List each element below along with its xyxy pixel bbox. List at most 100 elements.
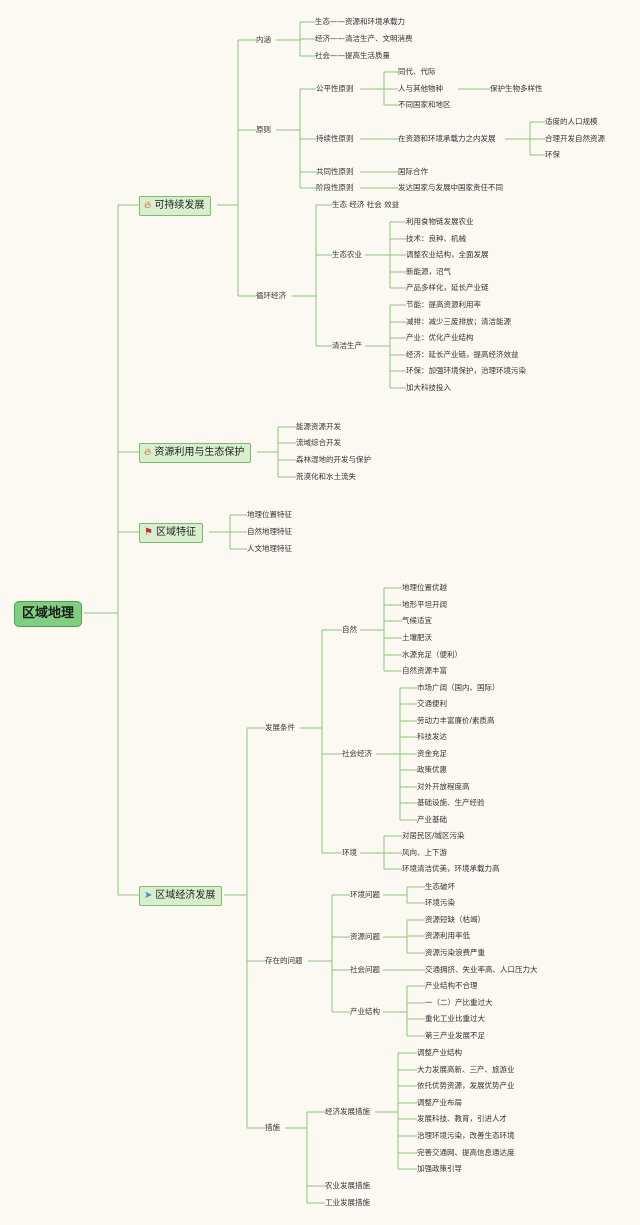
node-features-item[interactable]: 人文地理特征 bbox=[247, 544, 292, 553]
node-prob-res-item[interactable]: 资源短缺（枯竭） bbox=[425, 915, 485, 924]
node-prob-res-item[interactable]: 资源污染浪费严重 bbox=[425, 948, 485, 957]
node-features-item[interactable]: 自然地理特征 bbox=[247, 527, 292, 536]
node-measures-econ[interactable]: 经济发展措施 bbox=[325, 1107, 370, 1116]
node-prob-env[interactable]: 环境问题 bbox=[350, 890, 380, 899]
node-prob-res[interactable]: 资源问题 bbox=[350, 932, 380, 941]
node-shengtai-item[interactable]: 产品多样化，延长产业链 bbox=[406, 283, 489, 292]
branch-features[interactable]: ⚑区域特征 bbox=[139, 523, 203, 543]
node-natural-item[interactable]: 气候适宜 bbox=[402, 616, 432, 625]
node-prob-ind[interactable]: 产业结构 bbox=[350, 1007, 380, 1016]
node-conditions[interactable]: 发展条件 bbox=[265, 723, 295, 732]
node-neihan-item[interactable]: 经济——清洁生产、文明消费 bbox=[315, 34, 413, 43]
node-qingjie-item[interactable]: 环保：加强环境保护，治理环境污染 bbox=[406, 366, 526, 375]
node-env-cond-item[interactable]: 环境清洁优美，环境承载力高 bbox=[402, 864, 500, 873]
node-resources-item[interactable]: 流域综合开发 bbox=[296, 438, 341, 447]
fire-icon: 🔥︎ bbox=[144, 447, 152, 458]
node-env-cond-item[interactable]: 风向、上下游 bbox=[402, 848, 447, 857]
node-jieduan-child[interactable]: 发达国家与发展中国家责任不同 bbox=[398, 183, 503, 192]
node-biodiversity[interactable]: 保护生物多样性 bbox=[490, 84, 543, 93]
node-qingjie[interactable]: 清洁生产 bbox=[332, 341, 362, 350]
node-yuanze[interactable]: 原则 bbox=[256, 125, 271, 134]
node-social-item[interactable]: 交通便利 bbox=[417, 699, 447, 708]
node-qingjie-item[interactable]: 减排：减少三废排放；清洁能源 bbox=[406, 317, 511, 326]
node-xunhuan-first[interactable]: 生态 经济 社会 效益 bbox=[332, 200, 400, 209]
branch-economy-label: 区域经济发展 bbox=[155, 890, 216, 901]
node-social-item[interactable]: 劳动力丰富廉价/素质高 bbox=[417, 716, 495, 725]
node-neihan[interactable]: 内涵 bbox=[256, 35, 271, 44]
node-jieduan[interactable]: 阶段性原则 bbox=[316, 183, 354, 192]
node-social-item[interactable]: 基础设施、生产经验 bbox=[417, 798, 485, 807]
node-qingjie-item[interactable]: 经济：延长产业链，提高经济效益 bbox=[406, 350, 519, 359]
node-measures-econ-item[interactable]: 依托优势资源，发展优势产业 bbox=[417, 1081, 515, 1090]
node-social-item[interactable]: 产业基础 bbox=[417, 815, 447, 824]
node-measures-econ-item[interactable]: 发展科技、教育，引进人才 bbox=[417, 1114, 507, 1123]
node-xunhuan[interactable]: 循环经济 bbox=[256, 291, 286, 300]
node-resources-item[interactable]: 森林湿地的开发与保护 bbox=[296, 455, 371, 464]
node-gongping-item[interactable]: 不同国家和地区 bbox=[398, 100, 451, 109]
node-measures-econ-item[interactable]: 治理环境污染，改善生态环境 bbox=[417, 1131, 515, 1140]
node-measures-econ-item[interactable]: 调整产业布局 bbox=[417, 1098, 462, 1107]
node-qingjie-item[interactable]: 加大科技投入 bbox=[406, 383, 451, 392]
node-shengtai-item[interactable]: 技术：良种、机械 bbox=[406, 234, 466, 243]
branch-sustainable-label: 可持续发展 bbox=[154, 200, 205, 211]
node-chixu-child[interactable]: 在资源和环境承载力之内发展 bbox=[398, 134, 496, 143]
node-env-cond-item[interactable]: 对居民区/城区污染 bbox=[402, 831, 465, 840]
node-natural[interactable]: 自然 bbox=[342, 625, 357, 634]
node-problems[interactable]: 存在的问题 bbox=[265, 956, 303, 965]
node-natural-item[interactable]: 自然资源丰富 bbox=[402, 666, 447, 675]
node-natural-item[interactable]: 土壤肥沃 bbox=[402, 633, 432, 642]
branch-economy[interactable]: ➤区域经济发展 bbox=[139, 886, 223, 906]
node-measures-econ-item[interactable]: 完善交通网、提高信息通达度 bbox=[417, 1148, 515, 1157]
node-prob-ind-item[interactable]: 产业结构不合理 bbox=[425, 981, 478, 990]
node-chixu-item[interactable]: 环保 bbox=[545, 150, 560, 159]
node-neihan-item[interactable]: 社会——提高生活质量 bbox=[315, 51, 390, 60]
node-natural-item[interactable]: 地形平坦开阔 bbox=[402, 600, 447, 609]
node-shengtai-item[interactable]: 调整农业结构，全面发展 bbox=[406, 250, 489, 259]
node-measures-econ-item[interactable]: 大力发展高新、三产、旅游业 bbox=[417, 1065, 515, 1074]
node-gongping-item[interactable]: 人与其他物种 bbox=[398, 84, 443, 93]
node-social-item[interactable]: 政策优惠 bbox=[417, 765, 447, 774]
node-prob-soc-child[interactable]: 交通拥挤、失业率高、人口压力大 bbox=[425, 965, 538, 974]
node-prob-env-item[interactable]: 环境污染 bbox=[425, 898, 455, 907]
node-natural-item[interactable]: 地理位置优越 bbox=[402, 583, 447, 592]
node-shengtai[interactable]: 生态农业 bbox=[332, 250, 362, 259]
node-social-cond[interactable]: 社会经济 bbox=[342, 749, 372, 758]
node-resources-item[interactable]: 能源资源开发 bbox=[296, 422, 341, 431]
node-chixu[interactable]: 持续性原则 bbox=[316, 134, 354, 143]
node-shengtai-item[interactable]: 新能源，沼气 bbox=[406, 267, 451, 276]
branch-sustainable[interactable]: 🔥︎可持续发展 bbox=[139, 196, 212, 216]
node-resources-item[interactable]: 荒漠化和水土流失 bbox=[296, 472, 356, 481]
node-gongtong[interactable]: 共同性原则 bbox=[316, 167, 354, 176]
node-measures-econ-item[interactable]: 调整产业结构 bbox=[417, 1048, 462, 1057]
node-prob-ind-item[interactable]: 一（二）产比重过大 bbox=[425, 998, 493, 1007]
node-qingjie-item[interactable]: 产业：优化产业结构 bbox=[406, 333, 474, 342]
node-social-item[interactable]: 资金充足 bbox=[417, 749, 447, 758]
node-chixu-item[interactable]: 适度的人口规模 bbox=[545, 117, 598, 126]
node-natural-item[interactable]: 水源充足（便利） bbox=[402, 650, 462, 659]
node-shengtai-item[interactable]: 利用食物链发展农业 bbox=[406, 217, 474, 226]
branch-resources[interactable]: 🔥︎资源利用与生态保护 bbox=[139, 443, 252, 463]
node-gongtong-child[interactable]: 国际合作 bbox=[398, 167, 428, 176]
node-social-item[interactable]: 科技发达 bbox=[417, 732, 447, 741]
node-social-item[interactable]: 市场广阔（国内、国际） bbox=[417, 683, 500, 692]
node-gongping-item[interactable]: 同代、代际 bbox=[398, 67, 436, 76]
node-prob-env-item[interactable]: 生态破坏 bbox=[425, 882, 455, 891]
node-measures-ind[interactable]: 工业发展措施 bbox=[325, 1198, 370, 1207]
node-prob-soc[interactable]: 社会问题 bbox=[350, 965, 380, 974]
root-node[interactable]: 区域地理 bbox=[14, 601, 83, 627]
node-measures-agri[interactable]: 农业发展措施 bbox=[325, 1181, 370, 1190]
node-neihan-item[interactable]: 生态——资源和环境承载力 bbox=[315, 17, 405, 26]
branch-features-label: 区域特征 bbox=[155, 527, 196, 538]
node-features-item[interactable]: 地理位置特征 bbox=[247, 510, 292, 519]
node-prob-res-item[interactable]: 资源利用率低 bbox=[425, 931, 470, 940]
node-env-cond[interactable]: 环境 bbox=[342, 848, 357, 857]
node-prob-ind-item[interactable]: 第三产业发展不足 bbox=[425, 1031, 485, 1040]
paper-plane-icon: ➤ bbox=[144, 890, 153, 901]
node-gongping[interactable]: 公平性原则 bbox=[316, 84, 354, 93]
node-chixu-item[interactable]: 合理开发自然资源 bbox=[545, 134, 605, 143]
node-prob-ind-item[interactable]: 重化工业比重过大 bbox=[425, 1014, 485, 1023]
node-measures-econ-item[interactable]: 加强政策引导 bbox=[417, 1164, 462, 1173]
node-social-item[interactable]: 对外开放程度高 bbox=[417, 782, 470, 791]
node-measures[interactable]: 措施 bbox=[265, 1123, 280, 1132]
node-qingjie-item[interactable]: 节能：提高资源利用率 bbox=[406, 300, 481, 309]
